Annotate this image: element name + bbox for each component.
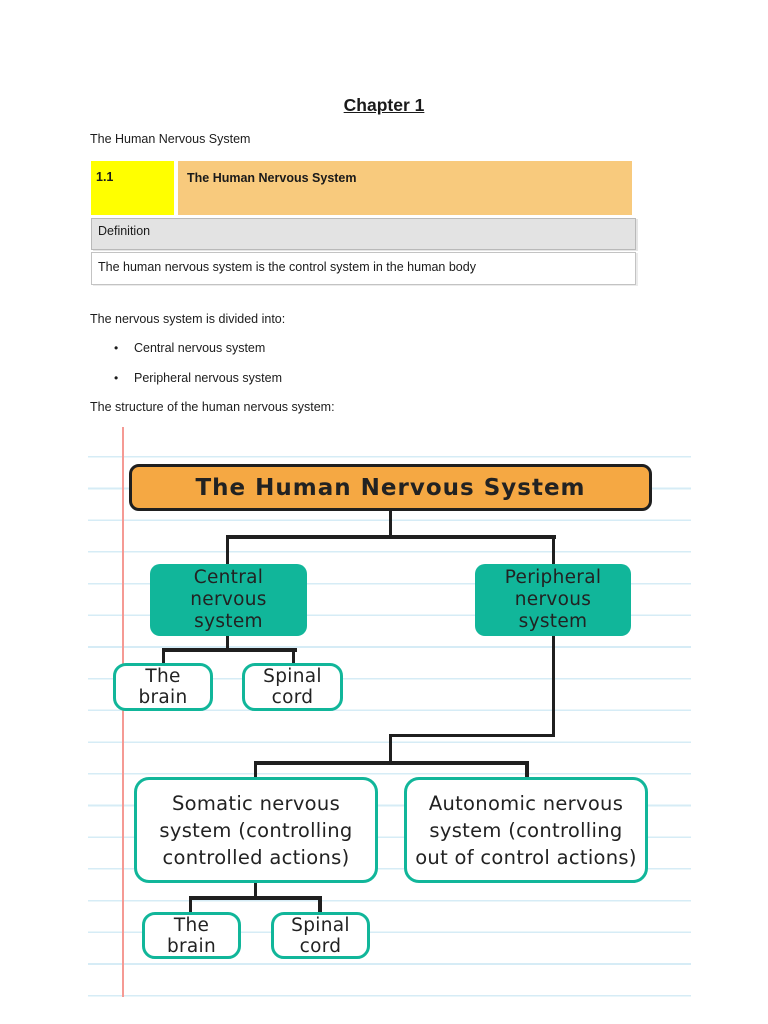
- connector-line: [388, 733, 555, 737]
- connector-line: [388, 733, 392, 765]
- connector-line: [225, 535, 556, 539]
- connector-line: [161, 648, 297, 652]
- connector-line: [253, 881, 257, 899]
- connector-line: [318, 896, 322, 914]
- diagram-node-peripheral: Peripheral nervous system: [475, 564, 631, 636]
- chapter-title: Chapter 1: [343, 95, 425, 115]
- section-title-cell: The Human Nervous System: [178, 161, 632, 215]
- bullet-label: Central nervous system: [134, 341, 266, 355]
- diagram-node-central: Central nervous system: [150, 564, 307, 636]
- diagram-node-spinal-cord: Spinal cord: [271, 912, 370, 959]
- list-item: • Peripheral nervous system: [114, 371, 282, 386]
- margin-line: [122, 427, 124, 997]
- bullet-icon: •: [114, 371, 119, 385]
- connector-line: [161, 648, 165, 664]
- list-item: • Central nervous system: [114, 341, 265, 356]
- bullet-label: Peripheral nervous system: [134, 371, 282, 385]
- divided-heading: The nervous system is divided into:: [90, 312, 286, 326]
- diagram-node-brain: The brain: [142, 912, 241, 959]
- connector-line: [188, 896, 322, 900]
- connector-line: [291, 648, 295, 664]
- connector-line: [388, 511, 392, 538]
- section-number-cell: 1.1: [91, 161, 174, 215]
- connector-line: [225, 633, 229, 651]
- bullet-icon: •: [114, 341, 119, 355]
- structure-heading: The structure of the human nervous syste…: [90, 400, 335, 414]
- connector-line: [551, 535, 555, 565]
- connector-line: [551, 633, 555, 737]
- diagram-node-somatic: Somatic nervous system (controlling cont…: [134, 777, 378, 883]
- connector-line: [253, 761, 529, 765]
- connector-line: [188, 896, 192, 914]
- definition-text-cell: The human nervous system is the control …: [91, 252, 636, 285]
- diagram-node-spinal-cord: Spinal cord: [242, 663, 343, 711]
- connector-line: [525, 761, 529, 779]
- connector-line: [253, 761, 257, 779]
- diagram-root-node: The Human Nervous System: [129, 464, 652, 511]
- connector-line: [225, 535, 229, 565]
- intro-text: The Human Nervous System: [90, 132, 251, 146]
- definition-label-cell: Definition: [91, 218, 636, 250]
- diagram-node-brain: The brain: [113, 663, 213, 711]
- diagram-node-autonomic: Autonomic nervous system (controlling ou…: [404, 777, 648, 883]
